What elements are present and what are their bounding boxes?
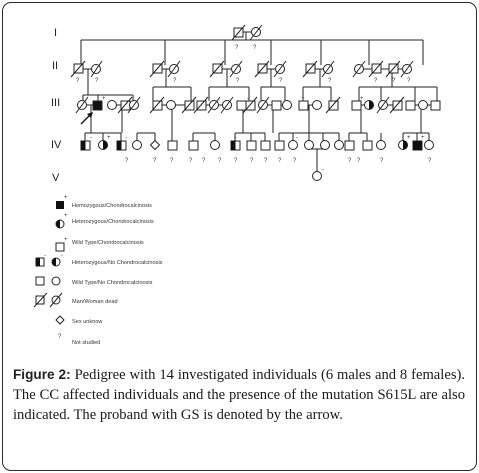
legend-symbol-homozygous <box>56 201 64 209</box>
legend-label-wildtype-cc: Wild Type/Chondrocalcinosis <box>72 240 144 246</box>
q-iv12: ? <box>348 158 352 164</box>
legend-plus-2: + <box>64 213 68 219</box>
q-iv1: ? <box>125 158 129 164</box>
q-iv9: ? <box>264 158 268 164</box>
caption-label: Figure 2: <box>13 367 71 382</box>
gen-iv-fills <box>81 140 422 150</box>
gen-iv-individuals <box>80 139 434 151</box>
q-ii2: ? <box>95 78 99 84</box>
legend-label-wt-nocc: Wild Type/No Chondrocalcinosis <box>72 280 153 286</box>
q-ii4: ? <box>236 78 240 84</box>
legend-symbol-wt-nocc-male <box>35 276 45 286</box>
legend-plus-1: + <box>64 195 68 201</box>
q-ii5: ? <box>279 78 283 84</box>
q-iv14: ? <box>380 158 384 164</box>
q-i1: ? <box>235 45 239 51</box>
legend-dead-slash-man <box>33 292 48 308</box>
q-ii3: ? <box>173 78 177 84</box>
q-i2: ? <box>253 45 257 51</box>
minus-iv1: - <box>90 135 92 141</box>
q-iv6: ? <box>218 158 222 164</box>
gen-label-ii: II <box>52 60 58 72</box>
het-fill-iii <box>369 100 374 110</box>
gen-i-individuals <box>231 24 263 41</box>
q-ii1: ? <box>76 78 80 84</box>
q-iv11: ? <box>293 158 297 164</box>
q-iv5: ? <box>202 158 206 164</box>
legend-symbol-sex-unknown <box>55 315 65 325</box>
legend-minus-4b: - <box>61 253 63 259</box>
q-ii6: ? <box>328 78 332 84</box>
legend-symbol-het-nocc-male-fill <box>36 258 40 266</box>
q-iv13: ? <box>357 158 361 164</box>
legend-symbol-wt-nocc-female <box>51 276 61 286</box>
gen-iv-marks: - + - - - + + ? ? ? ? ? ? ? ? ? ? ? ? ? … <box>90 135 432 164</box>
q-ii8: ? <box>392 78 396 84</box>
q-iv7: ? <box>234 158 238 164</box>
legend: + Homozygous/Chondrocalcinosis + Heteroz… <box>33 195 163 346</box>
gen-label-v: V <box>52 172 60 184</box>
legend-symbol-het-nocc-female-fill <box>52 258 56 266</box>
plus-iii3: + <box>360 96 364 102</box>
legend-symbol-wildtype-cc <box>55 242 65 252</box>
plus-iv2: + <box>407 135 411 141</box>
minus-iv4: - <box>296 135 298 141</box>
legend-symbol-heterozygous-fill <box>56 220 60 228</box>
legend-label-sex-unknown: Sex unknow <box>72 319 103 325</box>
minus-iii1: - <box>247 96 249 102</box>
legend-label-het-nocc: Heterozygous/No Chondrocalcinosis <box>72 260 163 266</box>
legend-label-homozygous: Homozygous/Chondrocalcinosis <box>72 203 152 209</box>
legend-dead-slash-woman <box>49 292 63 308</box>
gen-ii-individuals <box>70 60 414 78</box>
legend-label-heterozygous: Heterozygous/Chondrocalcinosis <box>72 219 154 225</box>
plus-iii2: + <box>301 96 305 102</box>
q-ii7: ? <box>374 78 378 84</box>
proband-arrow <box>80 112 93 125</box>
q-iv15: ? <box>428 158 432 164</box>
legend-symbol-not-studied: ? <box>58 334 62 340</box>
caption-text: Pedigree with 14 investigated individual… <box>13 367 466 423</box>
gen-iii-marks: + - + + <box>102 96 364 102</box>
q-iv2: ? <box>153 158 157 164</box>
q-iv10: ? <box>278 158 282 164</box>
q-iv4: ? <box>189 158 193 164</box>
q-iv3: ? <box>170 158 174 164</box>
q-ii9: ? <box>407 78 411 84</box>
gen-iii-individuals <box>75 96 441 114</box>
plus-iv1: + <box>107 135 111 141</box>
legend-plus-3: + <box>64 237 68 243</box>
figure-caption: Figure 2: Pedigree with 14 investigated … <box>13 365 465 425</box>
gen-v-individual <box>312 171 322 181</box>
gen-label-iii: III <box>51 97 60 109</box>
q-iv8: ? <box>250 158 254 164</box>
pedigree-chart: I II III IV V <box>33 24 441 346</box>
minus-iv3: - <box>235 135 237 141</box>
legend-minus-4a: - <box>44 253 46 259</box>
minus-iv2: - <box>125 135 127 141</box>
plus-iii1: + <box>102 96 106 102</box>
gen-label-iv: IV <box>51 139 62 151</box>
gen-ii-question-marks: ? ? ? ? ? ? ? ? ? <box>76 78 411 84</box>
minus-v1: - <box>322 167 324 173</box>
plus-iv3: + <box>421 135 425 141</box>
gen-label-i: I <box>54 27 57 39</box>
legend-label-dead: Man/Woman dead <box>72 299 118 305</box>
legend-label-not-studied: Not studied <box>72 340 100 346</box>
